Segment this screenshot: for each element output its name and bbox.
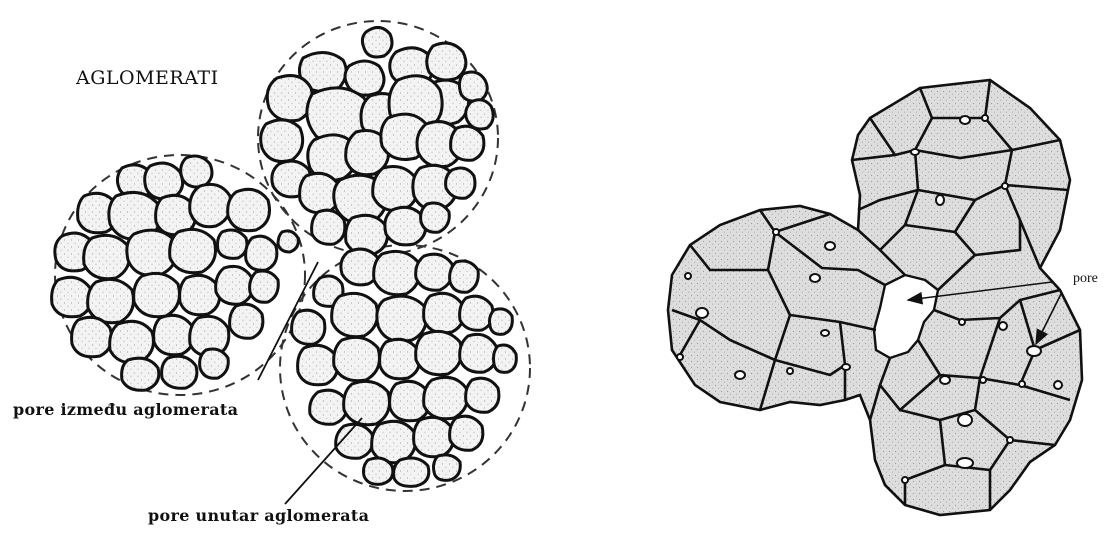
grains-left-agglomerate — [52, 156, 299, 390]
label-pores-within-agglomerates: pore unutar aglomerata — [148, 506, 369, 525]
agglomerates-title: AGLOMERATI — [76, 67, 219, 89]
grains-top-agglomerate — [261, 27, 494, 254]
label-pores-between-agglomerates: pore između aglomerata — [13, 400, 238, 419]
sintered-structure-diagram — [668, 80, 1082, 515]
label-pore: pore — [1073, 271, 1098, 287]
grains-bottom-agglomerate — [292, 249, 517, 486]
sintered-outline — [668, 80, 1082, 515]
agglomerates-diagram — [52, 21, 530, 504]
